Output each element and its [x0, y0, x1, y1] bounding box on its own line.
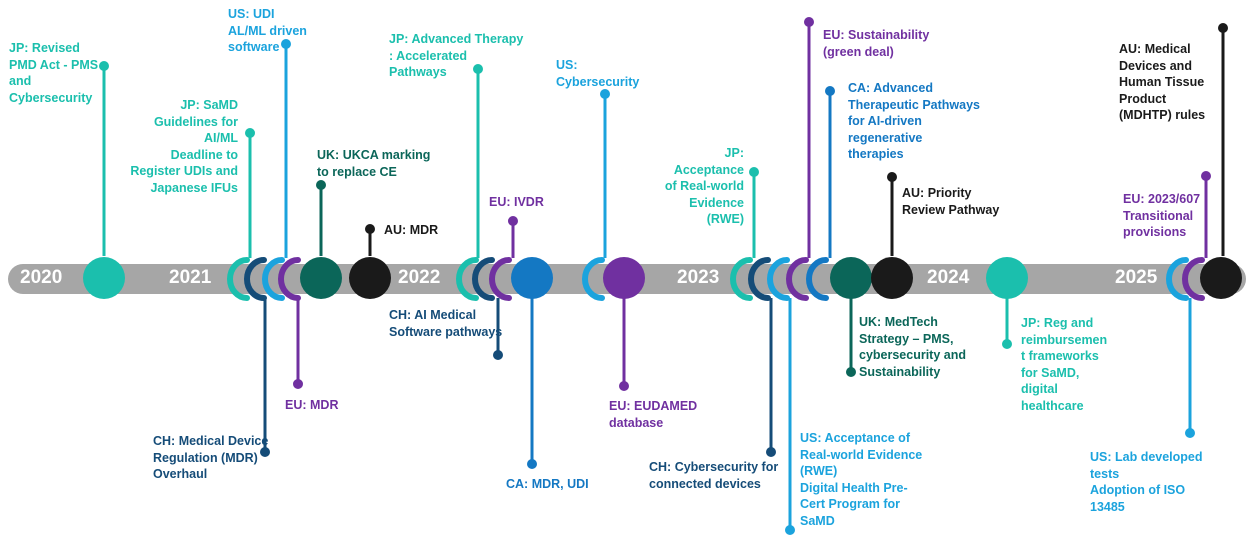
event-eu-mdr: EU: MDR: [285, 398, 339, 412]
connector-ca-mdr-udi-dot: [527, 459, 537, 469]
connector-jp-pmd-act-dot: [99, 61, 109, 71]
milestone-au-mdr: [349, 257, 391, 299]
connector-eu-eudamed-dot: [619, 381, 629, 391]
milestone-jp-samd-reimb: [986, 257, 1028, 299]
arc-jp-advanced: [456, 257, 479, 301]
milestone-uk-ukca: [300, 257, 342, 299]
milestone-jp-pmd-act: [83, 257, 125, 299]
arc-eu-mdr: [278, 257, 301, 301]
connector-eu-mdr-dot: [293, 379, 303, 389]
arc-us-rwe: [767, 257, 790, 301]
arc-eu-ivdr: [489, 257, 512, 301]
connector-ca-advanced-dot: [825, 86, 835, 96]
arc-eu-sustain: [786, 257, 809, 301]
arc-ch-cyber: [748, 257, 771, 301]
event-au-mdr: AU: MDR: [384, 223, 439, 237]
arc-ch-mdr: [244, 257, 267, 301]
milestone-uk-medtech: [830, 257, 872, 299]
arc-us-cyber: [582, 257, 605, 301]
event-eu-eudamed: EU: EUDAMED database: [609, 399, 698, 430]
arc-eu-2023: [1182, 257, 1205, 301]
connector-us-lab-dot: [1185, 428, 1195, 438]
connector-eu-2023-dot: [1201, 171, 1211, 181]
event-ca-mdr-udi: CA: MDR, UDI: [506, 477, 589, 491]
connector-au-mdhtp-dot: [1218, 23, 1228, 33]
arc-ch-ai: [472, 257, 495, 301]
event-au-mdhtp: AU: Medical Devices and Human Tissue Pro…: [1119, 42, 1206, 122]
connector-eu-sustain-dot: [804, 17, 814, 27]
arc-jp-rwe: [730, 257, 753, 301]
connector-uk-medtech-dot: [846, 367, 856, 377]
connector-ch-mdr-dot: [260, 447, 270, 457]
event-jp-rwe: JP: Acceptance of Real-world Evidence (R…: [664, 146, 744, 226]
connector-au-priority-dot: [887, 172, 897, 182]
milestone-au-priority: [871, 257, 913, 299]
event-uk-ukca: UK: UKCA marking to replace CE: [317, 148, 431, 179]
arc-us-udi: [262, 257, 285, 301]
arc-us-lab: [1166, 257, 1189, 301]
connector-us-udi-dot: [281, 39, 291, 49]
connector-uk-ukca-dot: [316, 180, 326, 190]
event-eu-ivdr: EU: IVDR: [489, 195, 544, 209]
event-eu-2023-607: EU: 2023/607 Transitional provisions: [1123, 192, 1201, 239]
arc-jp-samd: [227, 257, 250, 301]
connector-jp-advanced-dot: [473, 64, 483, 74]
year-label-2020: 2020: [20, 267, 63, 288]
arc-ca-advanced: [806, 257, 829, 301]
connector-us-rwe-dot: [785, 525, 795, 535]
connector-us-cyber-dot: [600, 89, 610, 99]
event-ch-ai-software: CH: AI Medical Software pathways: [389, 308, 503, 339]
event-us-udi-aiml: US: UDI AL/ML driven software: [228, 7, 307, 54]
event-ch-mdr-overhaul: CH: Medical Device Regulation (MDR) Over…: [153, 434, 269, 481]
event-ca-advanced-ai: CA: Advanced Therapeutic Pathways for AI…: [848, 81, 980, 161]
connector-jp-samd-dot: [245, 128, 255, 138]
event-jp-pmd-act: JP: Revised PMD Act - PMS and Cybersecur…: [9, 41, 99, 105]
connector-ch-cyber-dot: [766, 447, 776, 457]
connector-au-mdr-dot: [365, 224, 375, 234]
milestone-ca-mdr-udi: [511, 257, 553, 299]
event-us-cybersecurity: US: Cybersecurity: [556, 58, 640, 89]
year-label-2022: 2022: [398, 267, 441, 288]
milestone-au-mdhtp: [1200, 257, 1242, 299]
connector-ch-ai-dot: [493, 350, 503, 360]
connector-jp-rwe-dot: [749, 167, 759, 177]
event-jp-samd: JP: SaMD Guidelines for AI/ML Deadline t…: [130, 98, 238, 195]
year-label-2025: 2025: [1115, 267, 1158, 288]
event-uk-medtech: UK: MedTech Strategy – PMS, cybersecurit…: [859, 315, 966, 379]
event-ch-cyber-connected: CH: Cybersecurity for connected devices: [649, 460, 779, 491]
year-label-2023: 2023: [677, 267, 720, 288]
event-jp-samd-reimb: JP: Reg and reimbursemen t frameworks fo…: [1021, 316, 1108, 413]
connector-jp-samd-reimb-dot: [1002, 339, 1012, 349]
milestone-eu-eudamed: [603, 257, 645, 299]
year-label-2024: 2024: [927, 267, 970, 288]
year-label-2021: 2021: [169, 267, 212, 288]
event-us-rwe-precert: US: Acceptance of Real-world Evidence (R…: [800, 431, 923, 528]
event-au-priority: AU: Priority Review Pathway: [902, 186, 1000, 217]
event-us-lab-tests: US: Lab developed tests Adoption of ISO …: [1090, 450, 1203, 514]
event-jp-advanced-therapy: JP: Advanced Therapy : Accelerated Pathw…: [389, 32, 524, 79]
connector-eu-ivdr-dot: [508, 216, 518, 226]
event-eu-sustainability: EU: Sustainability (green deal): [823, 28, 930, 59]
